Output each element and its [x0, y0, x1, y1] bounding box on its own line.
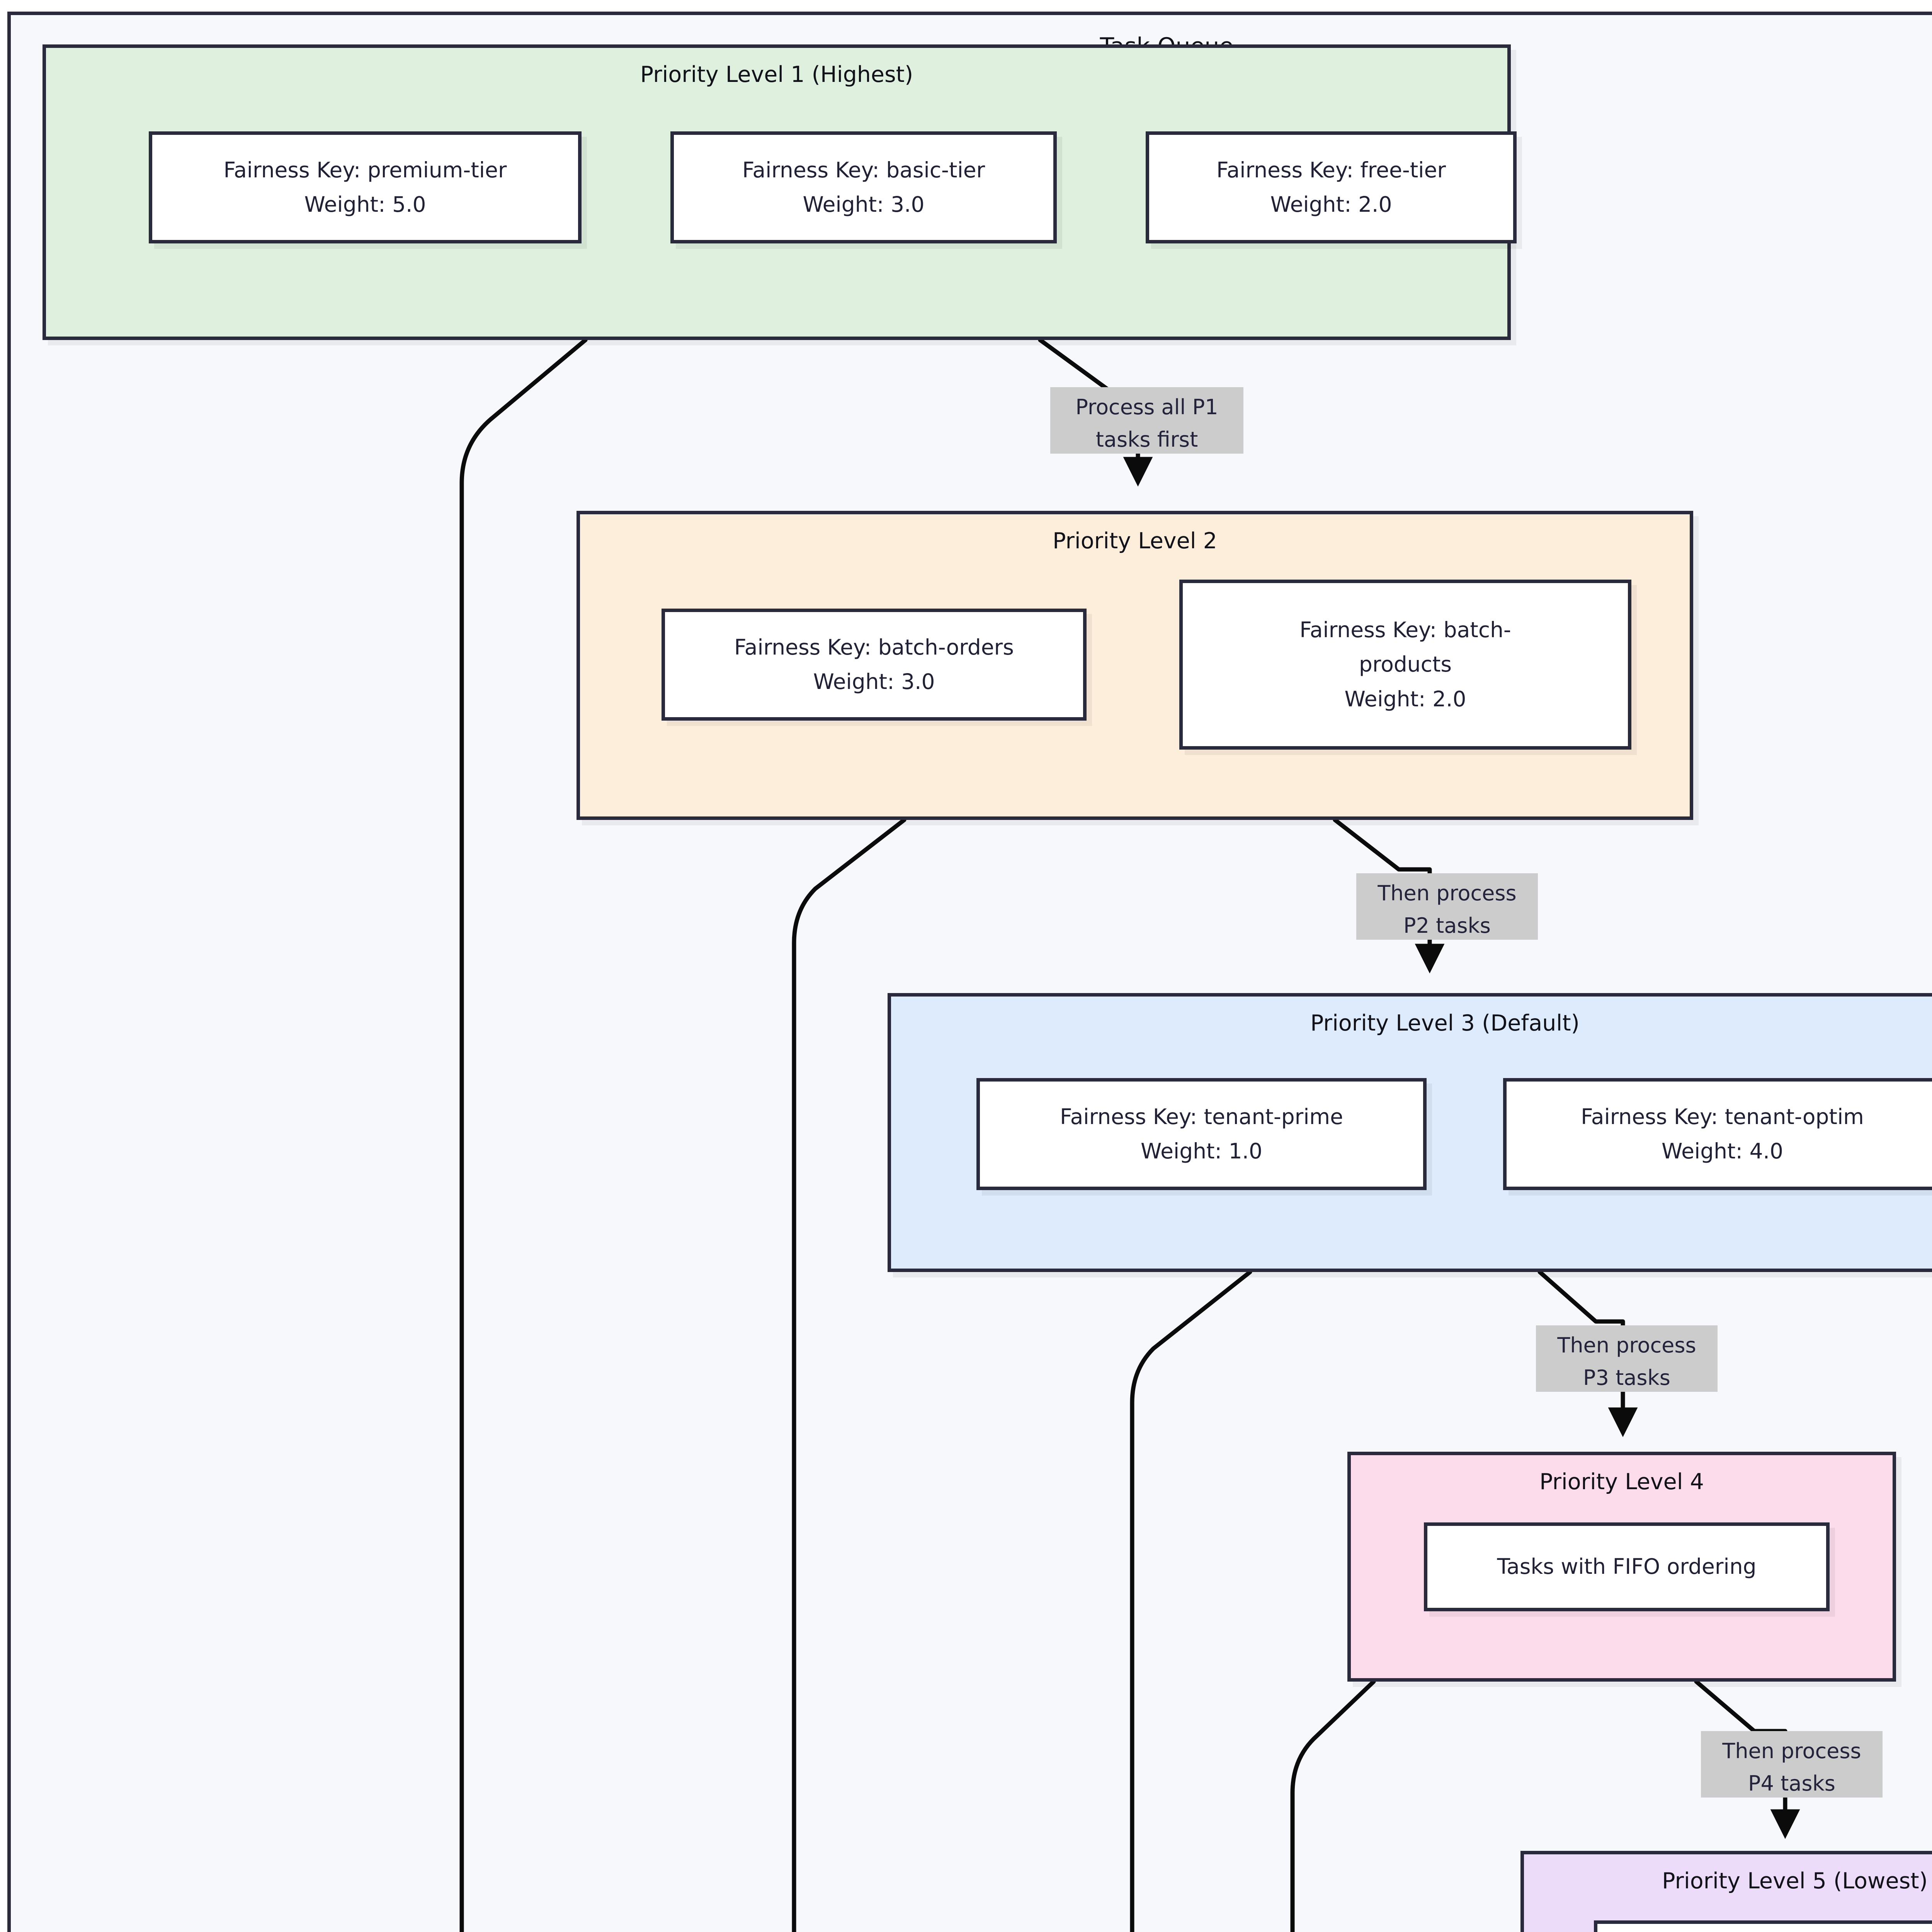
- fifo-tasks-card-p5[interactable]: Tasks with FIFO ordering: [1594, 1920, 1932, 1932]
- edge-label-process-all-p1: Process all P1 tasks first: [1050, 387, 1243, 454]
- edge-label-line-1: Then process: [1557, 1333, 1696, 1357]
- edge-label-then-process-p3: Then process P3 tasks: [1536, 1325, 1718, 1392]
- edge-label-line-1: Then process: [1722, 1739, 1861, 1763]
- fifo-tasks-card-p4[interactable]: Tasks with FIFO ordering: [1424, 1522, 1830, 1611]
- cluster-priority-level-3-title: Priority Level 3 (Default): [1310, 1010, 1580, 1036]
- edge-label-line-2: tasks first: [1095, 427, 1198, 452]
- edge-label-then-process-p4: Then process P4 tasks: [1701, 1731, 1883, 1798]
- edge-label-line-2: P4 tasks: [1748, 1771, 1835, 1796]
- cluster-priority-level-2-title: Priority Level 2: [1053, 528, 1217, 554]
- weight-label: Weight: 3.0: [803, 192, 925, 217]
- fairness-key-label: Fairness Key: batch-: [1299, 617, 1511, 643]
- edge-label-line-2: P2 tasks: [1403, 913, 1491, 938]
- fairness-key-card-tenant-prime[interactable]: Fairness Key: tenant-prime Weight: 1.0: [976, 1078, 1427, 1190]
- fairness-key-card-basic-tier[interactable]: Fairness Key: basic-tier Weight: 3.0: [670, 131, 1057, 243]
- edge-label-line-1: Then process: [1378, 881, 1517, 905]
- fairness-key-label: Fairness Key: basic-tier: [742, 157, 985, 182]
- fairness-key-label: Fairness Key: free-tier: [1216, 157, 1446, 182]
- cluster-priority-level-5-title: Priority Level 5 (Lowest): [1662, 1868, 1928, 1894]
- weight-label: Weight: 3.0: [813, 669, 935, 694]
- fairness-key-card-premium-tier[interactable]: Fairness Key: premium-tier Weight: 5.0: [149, 131, 582, 243]
- edge-label-line-1: Process all P1: [1075, 395, 1218, 419]
- edge-label-then-process-p2: Then process P2 tasks: [1356, 873, 1538, 940]
- weight-label: Weight: 4.0: [1661, 1139, 1784, 1163]
- weight-label: Weight: 1.0: [1140, 1139, 1263, 1163]
- cluster-priority-level-4-title: Priority Level 4: [1539, 1469, 1704, 1495]
- weight-label: Weight: 2.0: [1270, 192, 1392, 217]
- fairness-key-label: Fairness Key: batch-orders: [734, 634, 1014, 660]
- edge-label-line-2: P3 tasks: [1583, 1365, 1670, 1390]
- cluster-priority-level-1-title: Priority Level 1 (Highest): [640, 62, 913, 87]
- fairness-key-label: Fairness Key: tenant-optim: [1581, 1104, 1864, 1129]
- fairness-key-card-free-tier[interactable]: Fairness Key: free-tier Weight: 2.0: [1146, 131, 1517, 243]
- fairness-key-label-cont: products: [1359, 652, 1452, 677]
- fairness-key-label: Fairness Key: premium-tier: [223, 157, 507, 182]
- fairness-key-card-tenant-optim[interactable]: Fairness Key: tenant-optim Weight: 4.0: [1503, 1078, 1932, 1190]
- weight-label: Weight: 5.0: [304, 192, 426, 217]
- cluster-priority-level-5[interactable]: Priority Level 5 (Lowest): [1520, 1851, 1932, 1932]
- weight-label: Weight: 2.0: [1344, 686, 1466, 711]
- fifo-label: Tasks with FIFO ordering: [1497, 1554, 1757, 1579]
- fairness-key-card-batch-products[interactable]: Fairness Key: batch- products Weight: 2.…: [1179, 580, 1631, 750]
- fairness-key-label: Fairness Key: tenant-prime: [1060, 1104, 1343, 1129]
- fairness-key-card-batch-orders[interactable]: Fairness Key: batch-orders Weight: 3.0: [662, 609, 1087, 721]
